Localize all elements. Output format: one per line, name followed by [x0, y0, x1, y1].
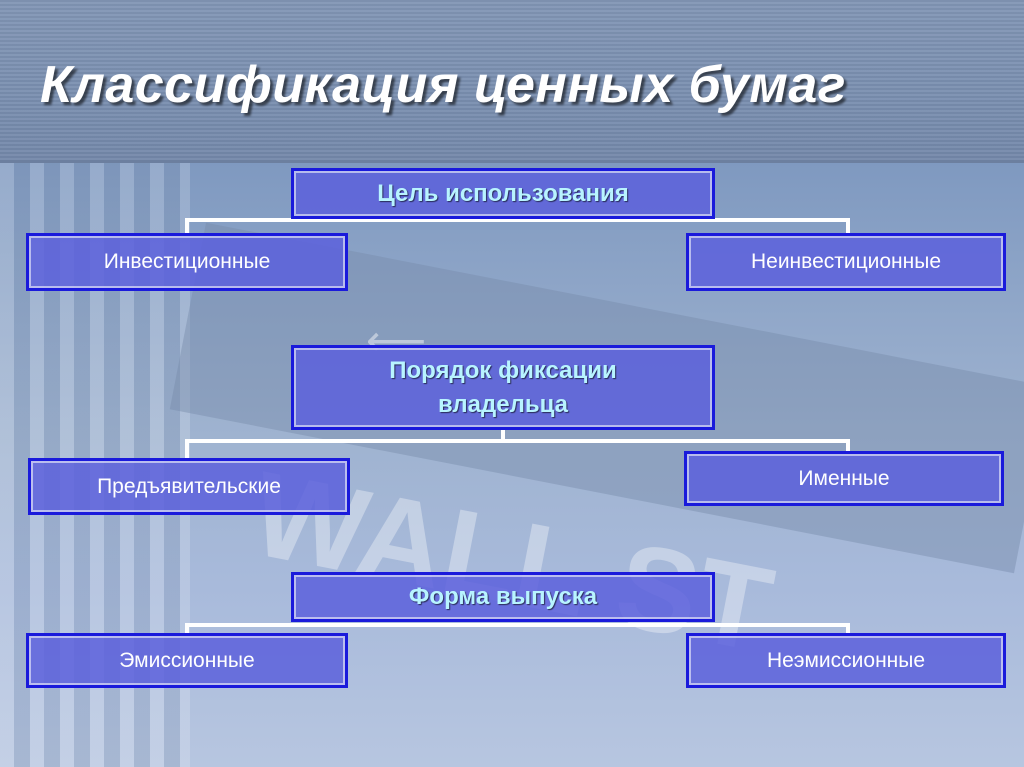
connector-line [185, 218, 850, 222]
category-box-non-investment: Неинвестиционные [686, 233, 1006, 291]
criterion-label: Форма выпуска [408, 583, 598, 610]
connector-line [185, 439, 850, 443]
category-box-bearer: Предъявительские [28, 458, 350, 515]
criterion-box-owner-registration: Порядок фиксации владельца [291, 345, 715, 430]
connector-line [185, 623, 850, 627]
category-box-registered: Именные [684, 451, 1004, 506]
connector-line [185, 218, 189, 234]
category-label: Неинвестиционные [750, 250, 942, 273]
criterion-box-purpose: Цель использования [291, 168, 715, 219]
criterion-box-issue-form: Форма выпуска [291, 572, 715, 622]
criterion-label: Порядок фиксации владельца [389, 356, 617, 418]
criterion-label: Цель использования [377, 179, 629, 207]
category-box-emission: Эмиссионные [26, 633, 348, 688]
category-label: Эмиссионные [119, 648, 255, 672]
category-box-investment: Инвестиционные [26, 233, 348, 291]
connector-line [846, 623, 850, 635]
category-box-non-emission: Неэмиссионные [686, 633, 1006, 688]
connector-line [185, 623, 189, 635]
connector-line [501, 428, 505, 442]
connector-line [846, 439, 850, 452]
category-label: Инвестиционные [103, 250, 271, 273]
category-label: Неэмиссионные [766, 648, 926, 672]
category-label: Именные [798, 466, 890, 490]
connector-line [185, 439, 189, 459]
connector-line [846, 218, 850, 234]
category-label: Предъявительские [97, 474, 281, 498]
title-bar: Классификация ценных бумаг [0, 0, 1024, 163]
slide-title: Классификация ценных бумаг [40, 56, 847, 114]
